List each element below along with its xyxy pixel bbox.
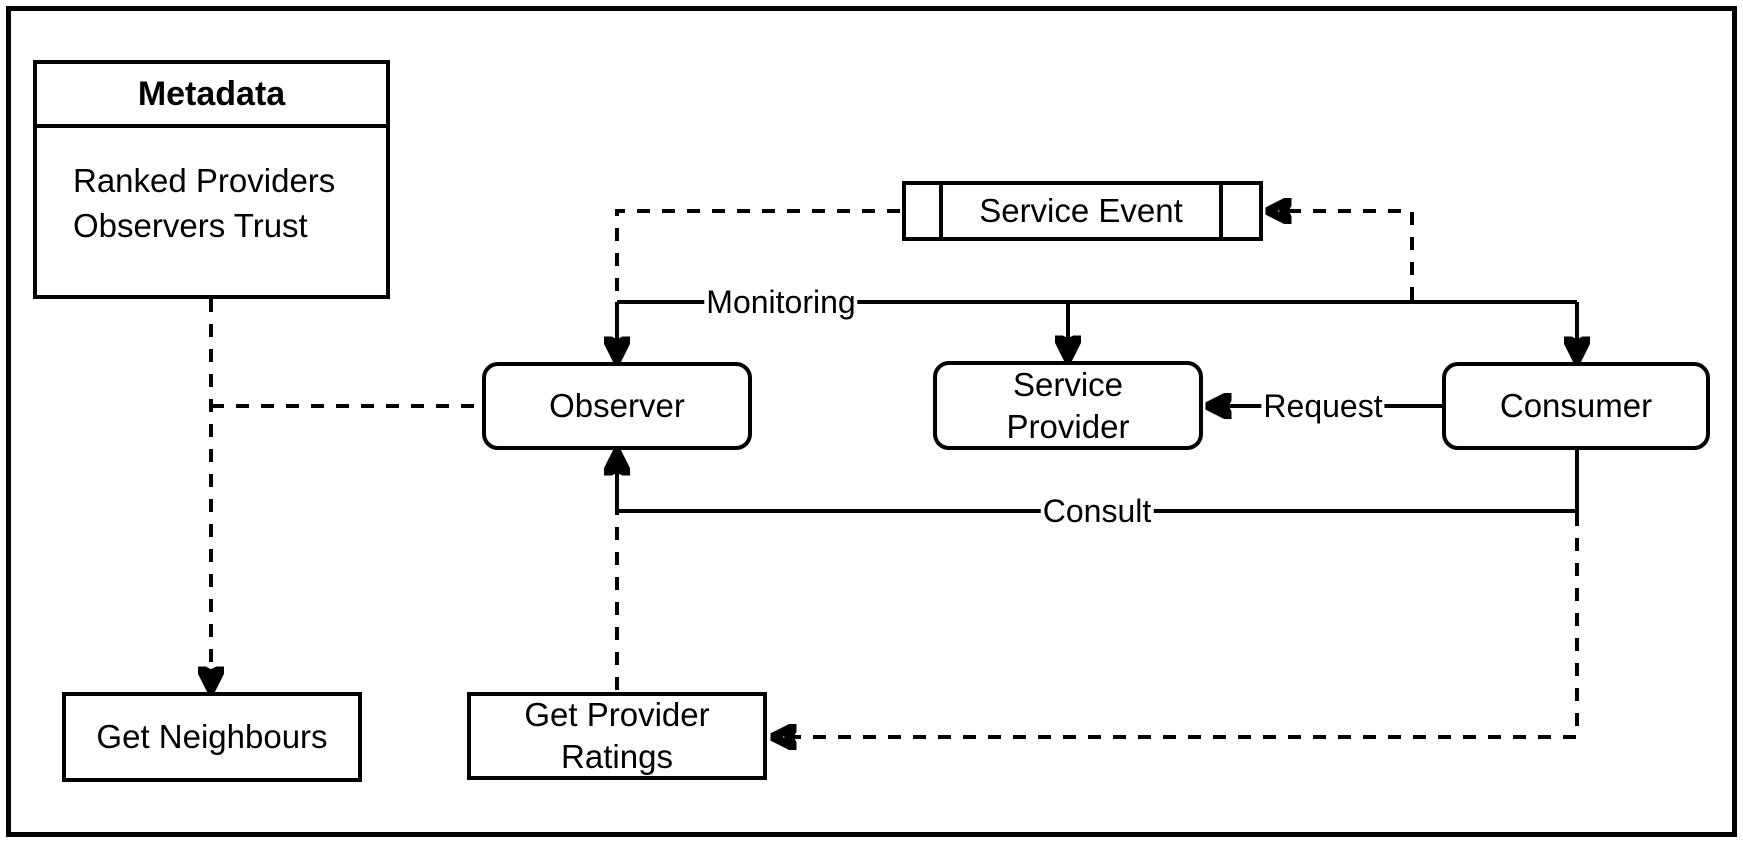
node-service-event: Service Event bbox=[902, 181, 1263, 241]
service-event-inner: Service Event bbox=[906, 185, 1259, 237]
consult-edge-label: Consult bbox=[1040, 493, 1154, 529]
request-edge-label: Request bbox=[1261, 388, 1385, 424]
service-event-right-bar bbox=[1219, 185, 1259, 237]
edge-service-event-to-monitoring bbox=[615, 209, 900, 300]
get-neighbours-label: Get Neighbours bbox=[96, 718, 328, 755]
node-metadata: Metadata Ranked Providers Observers Trus… bbox=[33, 60, 390, 299]
edge-consumer-to-get-provider-ratings bbox=[775, 513, 1579, 737]
get-provider-ratings-label-line2: Ratings bbox=[561, 738, 673, 775]
node-get-provider-ratings: Get Provider Ratings bbox=[467, 692, 767, 780]
metadata-attribute: Observers Trust bbox=[73, 207, 308, 244]
observer-label: Observer bbox=[549, 387, 685, 424]
node-observer: Observer bbox=[482, 362, 752, 450]
node-get-neighbours: Get Neighbours bbox=[62, 692, 362, 782]
service-event-left-bar bbox=[906, 185, 943, 237]
metadata-attributes: Ranked Providers Observers Trust bbox=[37, 128, 386, 248]
metadata-attribute: Ranked Providers bbox=[73, 162, 336, 199]
get-provider-ratings-label-line1: Get Provider bbox=[524, 696, 710, 733]
metadata-title: Metadata bbox=[37, 64, 386, 128]
monitoring-edge-label: Monitoring bbox=[704, 284, 858, 320]
get-provider-ratings-label: Get Provider Ratings bbox=[524, 694, 709, 778]
service-provider-label-line1: Service bbox=[1012, 365, 1124, 403]
node-service-provider: Service Provider bbox=[933, 361, 1203, 450]
service-provider-label: Service Provider bbox=[1007, 364, 1130, 448]
diagram-border-frame bbox=[6, 6, 1737, 837]
metadata-title-text: Metadata bbox=[137, 74, 286, 113]
consumer-label: Consumer bbox=[1499, 387, 1653, 424]
service-provider-label-line2: Provider bbox=[1006, 407, 1130, 445]
edge-monitoring-to-service-event bbox=[1270, 211, 1414, 300]
service-event-label: Service Event bbox=[979, 192, 1183, 229]
node-consumer: Consumer bbox=[1442, 362, 1710, 450]
